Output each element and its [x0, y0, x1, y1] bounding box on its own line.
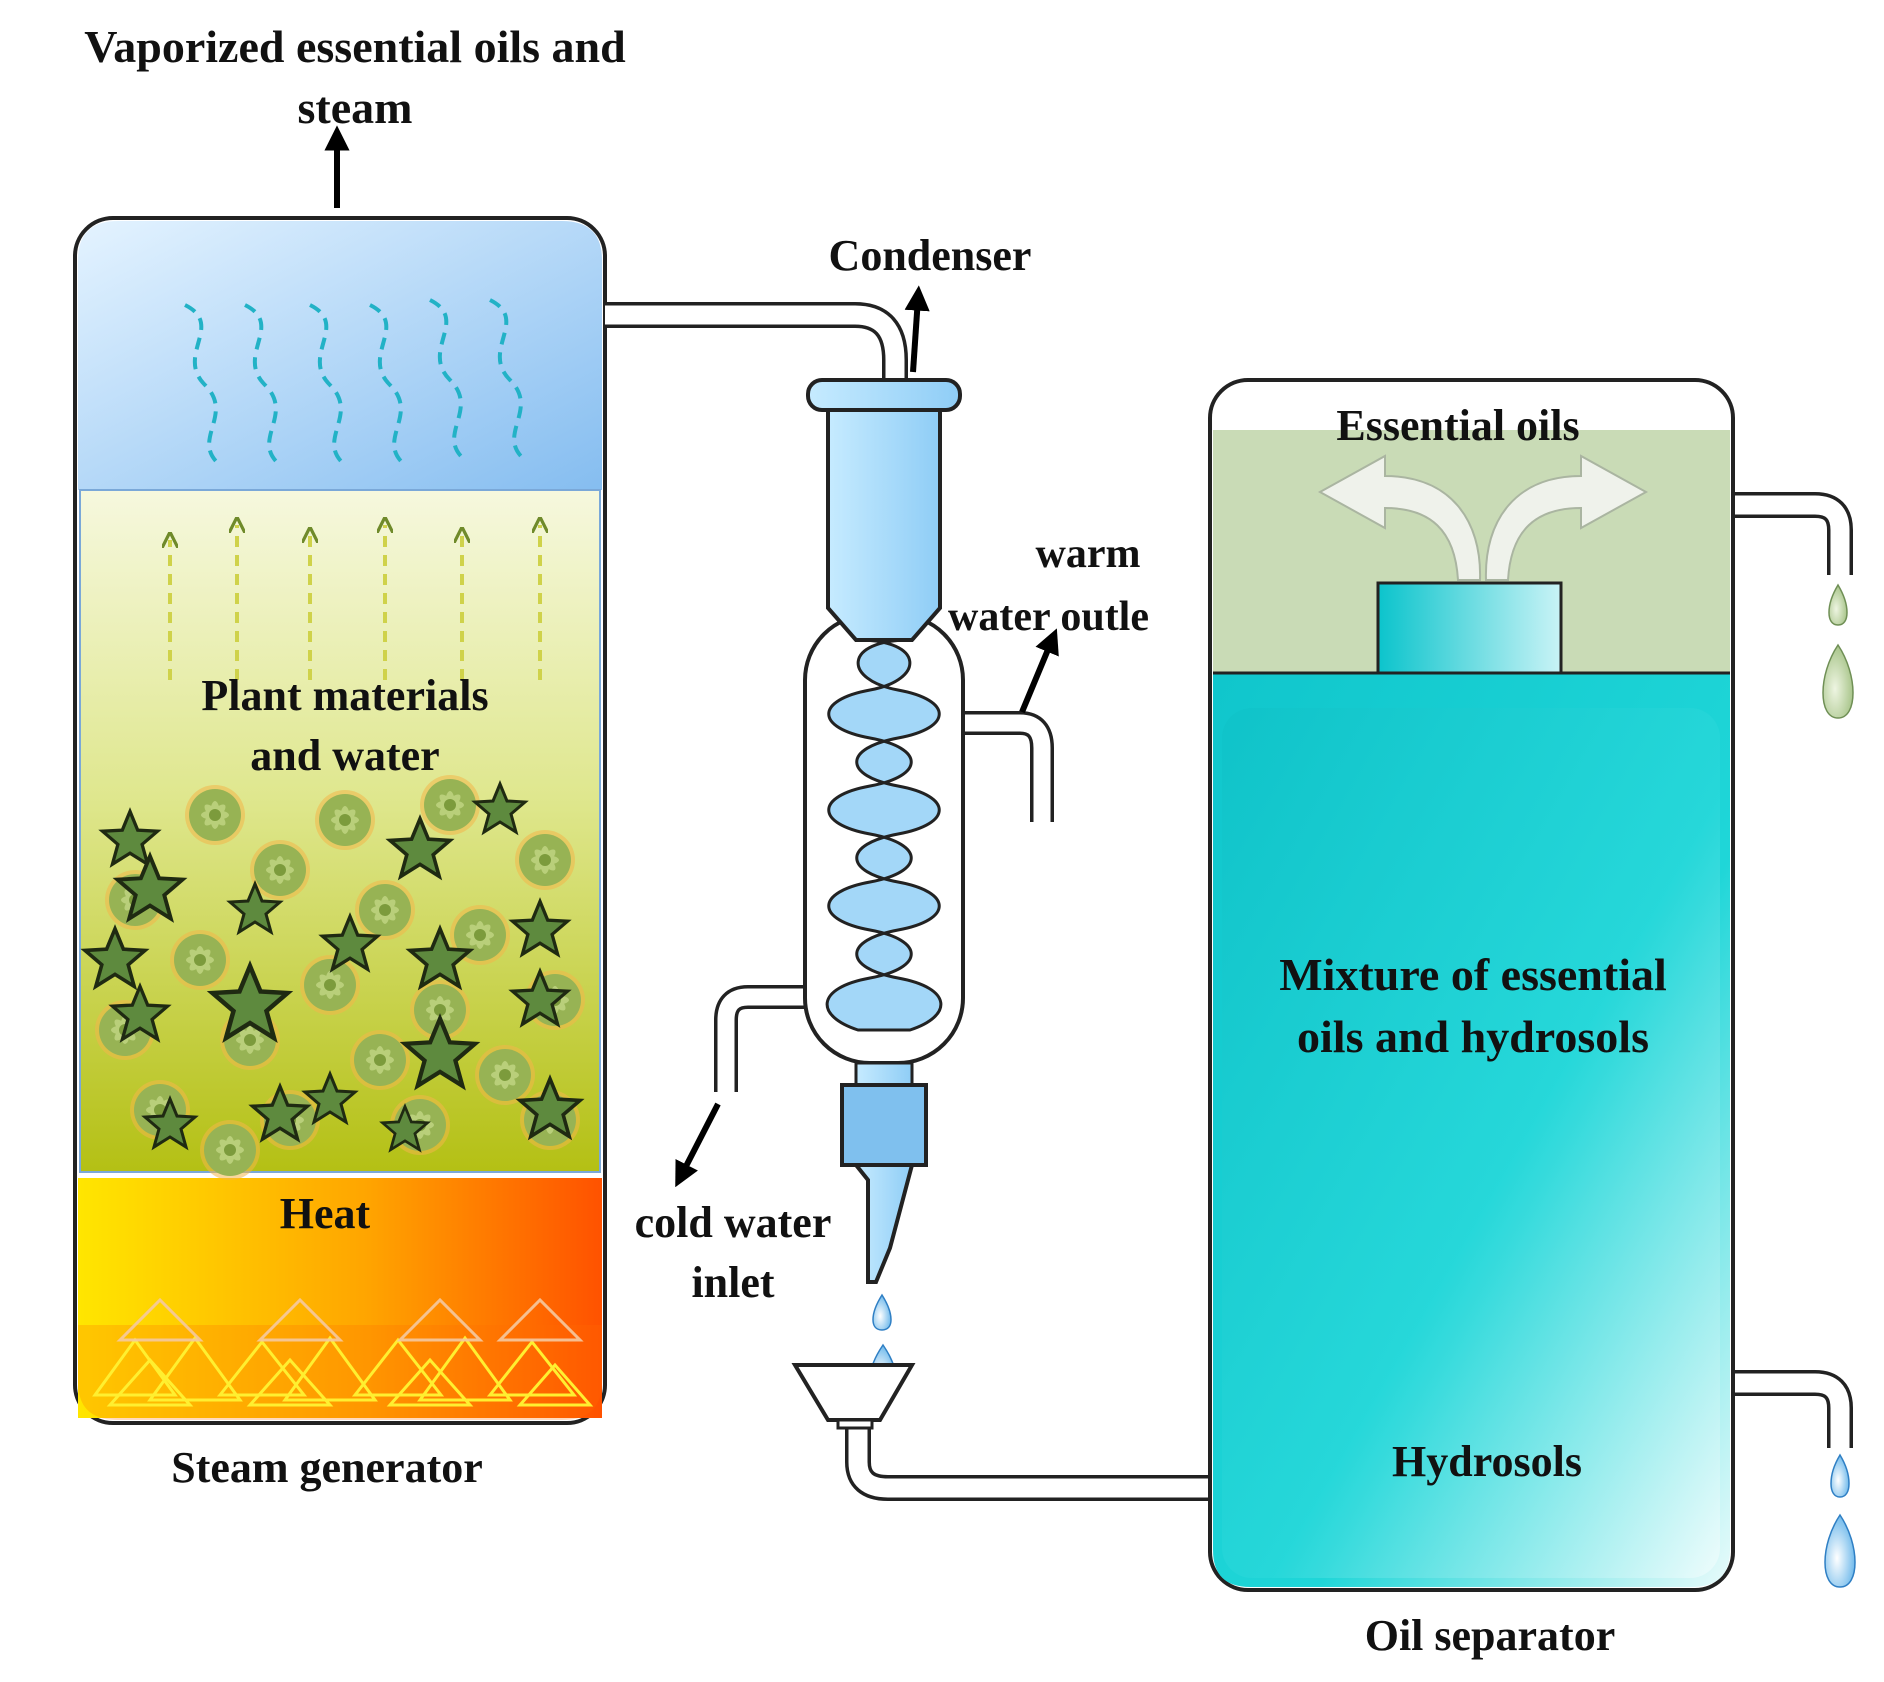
plant-materials-label-line1: Plant materials	[201, 671, 488, 720]
plant-materials-label-line2: and water	[250, 731, 439, 780]
separator-neck	[1376, 581, 1563, 675]
oil-separator-label: Oil separator	[1365, 1611, 1616, 1660]
condenser	[714, 378, 1054, 1284]
essential-oils-label: Essential oils	[1336, 401, 1579, 450]
cold-water-inlet-tube	[714, 985, 805, 1092]
collection-funnel	[791, 1363, 1210, 1501]
steam-zone	[78, 221, 602, 490]
heat-flames	[92, 1335, 594, 1407]
condenser-coil	[825, 638, 943, 1032]
mixture-label-line1: Mixture of essential	[1279, 949, 1667, 1000]
steam-generator-label: Steam generator	[171, 1443, 483, 1492]
cold-water-arrow	[675, 1102, 721, 1188]
oil-separator	[1208, 378, 1853, 1592]
heat-label: Heat	[280, 1189, 371, 1238]
cold-water-label-line1: cold water	[635, 1198, 832, 1247]
oil-drops	[1822, 583, 1854, 719]
condenser-label: Condenser	[829, 231, 1032, 280]
vaporized-label-line2: steam	[298, 82, 413, 133]
steam-generator	[73, 216, 607, 1425]
warm-water-outlet-tube	[955, 711, 1054, 822]
vapor-pipe	[605, 302, 908, 383]
warm-water-label-line1: warm	[1036, 531, 1141, 577]
oil-rising-arrows	[1317, 454, 1649, 581]
warm-water-arrow	[1019, 628, 1059, 714]
rising-vapor-arrows	[170, 525, 540, 680]
mixture-label-line2: oils and hydrosols	[1297, 1011, 1649, 1062]
cold-water-label-line2: inlet	[691, 1258, 774, 1307]
warm-water-label-line2: water outle	[948, 594, 1149, 640]
vaporized-label-line1: Vaporized essential oils and	[84, 21, 626, 72]
hydrosol-drops	[1824, 1453, 1856, 1588]
condenser-arrow	[904, 285, 930, 373]
steam-waves	[184, 298, 527, 467]
hydrosols-label: Hydrosols	[1392, 1437, 1582, 1486]
